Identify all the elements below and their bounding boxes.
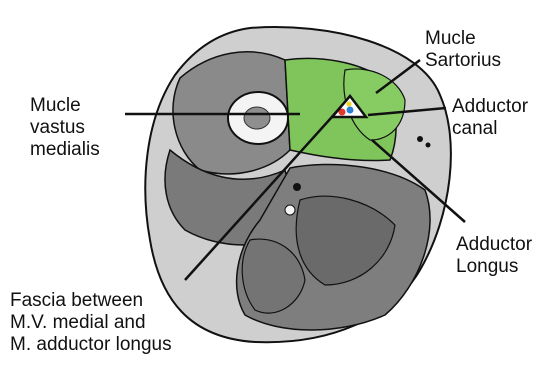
label-adductor-canal: Adductor canal xyxy=(452,96,528,140)
label-vastus-line2: vastus xyxy=(30,117,100,139)
label-vastus-line3: medialis xyxy=(30,139,100,161)
label-vastus-medialis: Mucle vastus medialis xyxy=(30,95,100,161)
label-fascia: Fascia between M.V. medial and M. adduct… xyxy=(10,290,172,356)
vessel-dot xyxy=(293,183,301,191)
label-longus-line1: Adductor xyxy=(456,234,532,256)
vessel-dot xyxy=(417,136,423,142)
label-sartorius-line1: Mucle xyxy=(425,28,501,50)
label-vastus-line1: Mucle xyxy=(30,95,100,117)
vessel-dot xyxy=(285,205,295,215)
label-fascia-line1: Fascia between xyxy=(10,290,172,312)
label-adductor-longus: Adductor Longus xyxy=(456,234,532,278)
label-canal-line2: canal xyxy=(452,118,528,140)
label-canal-line1: Adductor xyxy=(452,96,528,118)
label-sartorius-line2: Sartorius xyxy=(425,50,501,72)
vessel-dot xyxy=(426,143,431,148)
label-longus-line2: Longus xyxy=(456,256,532,278)
label-sartorius: Mucle Sartorius xyxy=(425,28,501,72)
label-fascia-line3: M. adductor longus xyxy=(10,334,172,356)
femur-marrow xyxy=(244,107,270,129)
label-fascia-line2: M.V. medial and xyxy=(10,312,172,334)
